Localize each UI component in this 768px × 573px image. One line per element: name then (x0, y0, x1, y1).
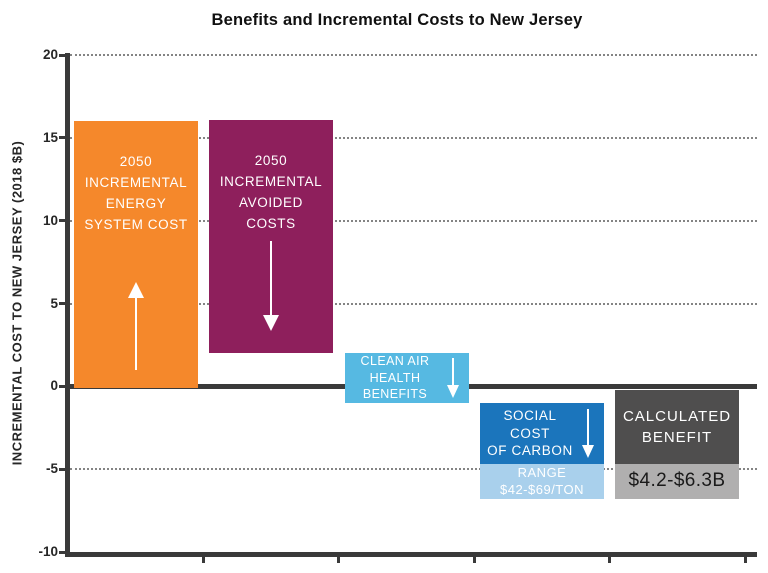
x-axis-line (65, 552, 757, 557)
x-tick-mark (472, 557, 476, 563)
y-tick-label: 5 (50, 295, 58, 311)
bar-range-label: $4.2-$6.3B (628, 470, 726, 492)
arrow-stem (135, 294, 137, 370)
bar-label: 2050 INCREMENTAL AVOIDED COSTS (219, 153, 323, 231)
arrow-stem (587, 409, 589, 449)
x-tick-mark (337, 557, 341, 563)
bar-label: 2050 INCREMENTAL ENERGY SYSTEM COST (84, 154, 188, 232)
y-tick-label: 0 (50, 378, 58, 394)
y-tick-mark (59, 219, 68, 223)
y-tick-label: 20 (42, 47, 58, 62)
x-tick-mark (608, 557, 612, 563)
bar-range-calculated-benefit: $4.2-$6.3B (615, 464, 739, 499)
bar-range-label: RANGE $42-$69/TON (499, 464, 585, 497)
gridline (70, 54, 757, 56)
y-axis-line (65, 53, 70, 557)
y-tick-mark (59, 302, 68, 305)
y-tick-mark (59, 53, 68, 57)
bar-range-social-cost-of-carbon: RANGE $42-$69/TON (480, 464, 604, 499)
y-tick-label: -10 (38, 544, 58, 559)
y-tick-label: 15 (42, 129, 58, 145)
bar-label: SOCIAL COST OF CARBON (487, 408, 573, 459)
arrow-stem (270, 241, 272, 319)
y-tick-mark (59, 467, 68, 471)
arrow-head (128, 282, 144, 298)
down-arrow-icon (582, 409, 594, 458)
bar-label: CLEAN AIR HEALTH BENEFITS (360, 354, 430, 402)
gridline (70, 302, 757, 305)
arrow-head (447, 385, 459, 398)
bar-avoided-costs: 2050 INCREMENTAL AVOIDED COSTS (209, 120, 333, 353)
bar-social-cost-of-carbon: SOCIAL COST OF CARBON (480, 403, 604, 464)
x-tick-mark (743, 557, 747, 563)
gridline (70, 136, 757, 139)
y-tick-label: -5 (45, 461, 58, 477)
arrow-stem (452, 358, 454, 389)
chart-title: Benefits and Incremental Costs to New Je… (211, 11, 583, 29)
gridline (70, 468, 757, 471)
gridline (70, 219, 757, 222)
arrow-head (263, 315, 279, 331)
bar-calculated-benefit: CALCULATED BENEFIT (615, 390, 739, 464)
up-arrow-icon (128, 282, 144, 370)
bar-energy-system-cost: 2050 INCREMENTAL ENERGY SYSTEM COST (74, 121, 198, 388)
y-tick-mark (59, 384, 68, 388)
down-arrow-icon (263, 241, 279, 331)
down-arrow-icon (447, 358, 459, 398)
y-tick-mark (59, 136, 68, 140)
bar-label: CALCULATED BENEFIT (622, 408, 732, 446)
arrow-head (582, 445, 594, 458)
y-tick-label: 10 (42, 212, 58, 228)
x-tick-mark (201, 557, 205, 563)
y-tick-mark (59, 550, 68, 554)
bar-clean-air-health-benefits: CLEAN AIR HEALTH BENEFITS (345, 353, 469, 403)
